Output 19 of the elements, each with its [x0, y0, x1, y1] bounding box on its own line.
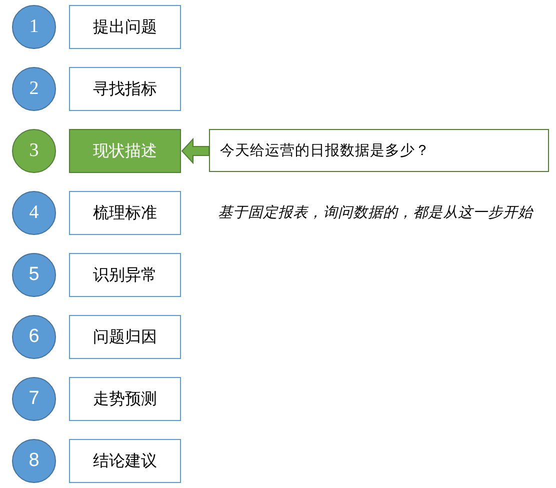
block-arrow [181, 138, 210, 164]
number-circle: 3 [12, 129, 56, 173]
number-circle: 6 [12, 315, 56, 359]
number-circle: 4 [12, 191, 56, 235]
step-box: 梳理标准 [69, 191, 181, 235]
number-circle: 8 [12, 439, 56, 483]
number-circle: 2 [12, 67, 56, 111]
callout-box: 今天给运营的日报数据是多少？ [209, 129, 549, 172]
note-text: 基于固定报表，询问数据的，都是从这一步开始 [218, 204, 533, 222]
step-box: 走势预测 [69, 377, 181, 421]
step-box: 识别异常 [69, 253, 181, 297]
number-circle: 7 [12, 377, 56, 421]
step-box: 提出问题 [69, 5, 181, 49]
step-box: 问题归因 [69, 315, 181, 359]
step-box: 寻找指标 [69, 67, 181, 111]
step-box: 结论建议 [69, 439, 181, 483]
number-circle: 5 [12, 253, 56, 297]
step-box: 现状描述 [69, 129, 181, 173]
number-circle: 1 [12, 5, 56, 49]
